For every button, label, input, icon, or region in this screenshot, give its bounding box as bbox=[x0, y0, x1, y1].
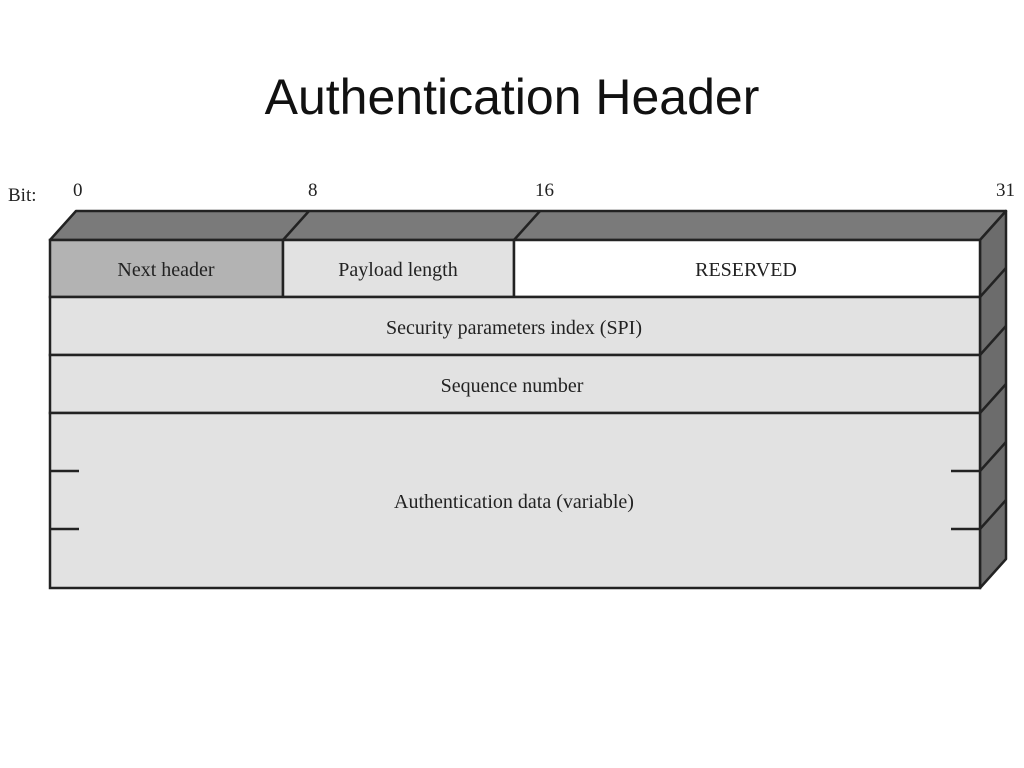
next-header-label: Next header bbox=[117, 259, 215, 281]
slide-title: Authentication Header bbox=[264, 69, 760, 125]
sequence-number-cell bbox=[48, 353, 982, 415]
top-face-divider-8 bbox=[282, 210, 310, 241]
row-1: Next header Payload length RESERVED bbox=[48, 238, 982, 299]
row-2: Security parameters index (SPI) bbox=[48, 295, 982, 357]
side-face-line-1 bbox=[979, 267, 1007, 298]
payload-length-label: Payload length bbox=[338, 259, 457, 281]
bit-tick-31: 31 bbox=[996, 180, 1015, 201]
side-face-line-4 bbox=[979, 441, 1007, 472]
spi-cell bbox=[48, 295, 982, 357]
sequence-number-label: Sequence number bbox=[441, 375, 584, 397]
side-face-line-2 bbox=[979, 325, 1007, 356]
reserved-label: RESERVED bbox=[695, 259, 797, 281]
auth-data-cell bbox=[48, 411, 982, 590]
bit-ruler: Bit: 0 8 16 31 bbox=[8, 180, 1015, 206]
next-header-cell bbox=[48, 238, 285, 299]
top-face-divider-16 bbox=[513, 210, 541, 241]
row-3: Sequence number bbox=[48, 353, 982, 415]
row-4: Authentication data (variable) bbox=[48, 411, 982, 590]
bit-tick-8: 8 bbox=[308, 180, 318, 201]
spi-label: Security parameters index (SPI) bbox=[386, 317, 642, 339]
bit-ruler-caption: Bit: bbox=[8, 185, 37, 206]
side-face-line-5 bbox=[979, 499, 1007, 530]
reserved-cell bbox=[512, 238, 982, 299]
side-face-line-3 bbox=[979, 383, 1007, 414]
bit-tick-16: 16 bbox=[535, 180, 554, 201]
auth-data-label: Authentication data (variable) bbox=[394, 491, 634, 513]
side-face bbox=[978, 209, 1008, 590]
top-face bbox=[48, 209, 1008, 242]
bit-tick-0: 0 bbox=[73, 180, 83, 201]
